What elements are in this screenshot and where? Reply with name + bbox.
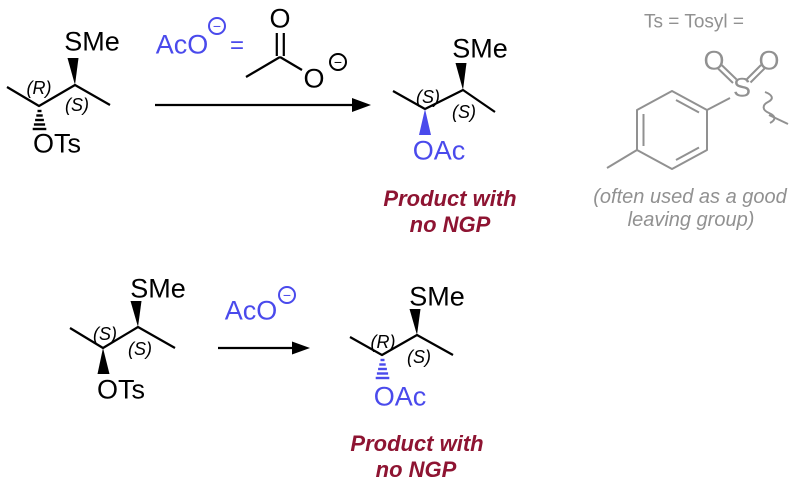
bottom-reactant-ots-wedge (97, 348, 110, 374)
arrow-head (352, 98, 371, 112)
acetate-minus-charge-icon: − (329, 53, 347, 71)
acetate-anionic-oxygen-label: O (303, 63, 325, 94)
s-o-double-bond (717, 67, 734, 84)
top-product-backbone (392, 88, 496, 113)
bottom-reactant-right-stereo-label: (S) (128, 339, 152, 359)
bottom-reactant-sme-label: SMe (130, 273, 186, 304)
bottom-product-caption-line2: no NGP (375, 457, 457, 482)
top-reactant-backbone (6, 83, 111, 108)
top-product-caption-line2: no NGP (409, 212, 491, 237)
top-product-skeleton (392, 88, 496, 113)
top-product-oac-wedge (419, 109, 431, 135)
ring-double-bond (675, 99, 700, 114)
bottom-product-sme-label: SMe (409, 281, 465, 312)
top-product-left-stereo-label: (S) (416, 87, 440, 107)
top-reactant-sme-label: SMe (64, 26, 120, 57)
top-reactant-ots-label: OTs (32, 128, 82, 159)
top-reagent-minus-charge-icon: − (208, 17, 226, 35)
ring-sulfur-bond (706, 97, 731, 111)
s-o-double-bond (746, 64, 762, 80)
tosyl-note-line1: (often used as a good (593, 186, 787, 208)
tolyl-methyl-bond (606, 149, 638, 169)
tosyl-structure (606, 64, 789, 170)
arrow-head (292, 341, 310, 355)
bottom-reactant-backbone (69, 325, 176, 350)
bottom-product-left-stereo-label: (R) (370, 332, 396, 352)
acetate-carbonyl-oxygen-label: O (269, 3, 291, 34)
c-o-bond (279, 56, 303, 71)
bottom-reagent-aco-label: AcO (224, 295, 278, 326)
tosyl-oxygen-left-label: O (703, 45, 725, 76)
acetate-structure (245, 33, 303, 78)
top-product-sme-wedge (455, 63, 467, 90)
bottom-reactant-sme-wedge (130, 301, 142, 327)
bottom-product-skeleton (349, 333, 454, 357)
methyl-bond (245, 56, 281, 78)
tosyl-sulfur-label: S (732, 72, 752, 103)
top-reagent-equals-sign: = (229, 32, 245, 59)
top-reagent-aco-label: AcO (155, 29, 209, 60)
benzene-ring (636, 90, 708, 170)
top-reactant-ots-hash-wedge (32, 109, 47, 131)
top-reactant-left-stereo-label: (R) (26, 78, 52, 98)
top-product-right-stereo-label: (S) (452, 102, 476, 122)
top-reactant-right-stereo-label: (S) (65, 95, 89, 115)
s-o-double-bond (720, 64, 738, 81)
attachment-stub-bond (768, 114, 789, 125)
bottom-reaction-arrow (218, 341, 310, 355)
ring-double-bond (675, 146, 700, 161)
tosyl-oxygen-right-label: O (758, 45, 780, 76)
bottom-reagent-minus-charge-icon: − (278, 286, 296, 304)
bottom-product-caption-line1: Product with (350, 431, 484, 456)
bottom-reactant-ots-label: OTs (96, 374, 146, 405)
s-o-double-bond (749, 67, 766, 84)
bottom-reactant-skeleton (69, 325, 176, 350)
top-reactant-sme-wedge (67, 58, 79, 85)
bottom-product-backbone (349, 333, 454, 357)
top-product-sme-label: SMe (452, 33, 508, 64)
bottom-product-sme-wedge (409, 309, 421, 335)
top-product-caption-line1: Product with (383, 186, 517, 211)
tosyl-note-line2: leaving group) (627, 209, 755, 231)
bottom-product-right-stereo-label: (S) (407, 347, 431, 367)
bottom-reactant-left-stereo-label: (S) (93, 324, 117, 344)
top-reactant-skeleton (6, 83, 111, 108)
squiggle-attachment-bond (762, 91, 776, 124)
bottom-product-oac-hash-wedge (375, 358, 390, 380)
bottom-product-oac-label: OAc (373, 381, 427, 412)
tosyl-legend-title: Ts = Tosyl = (644, 11, 744, 33)
top-product-oac-label: OAc (412, 135, 466, 166)
top-reaction-arrow (155, 98, 371, 112)
